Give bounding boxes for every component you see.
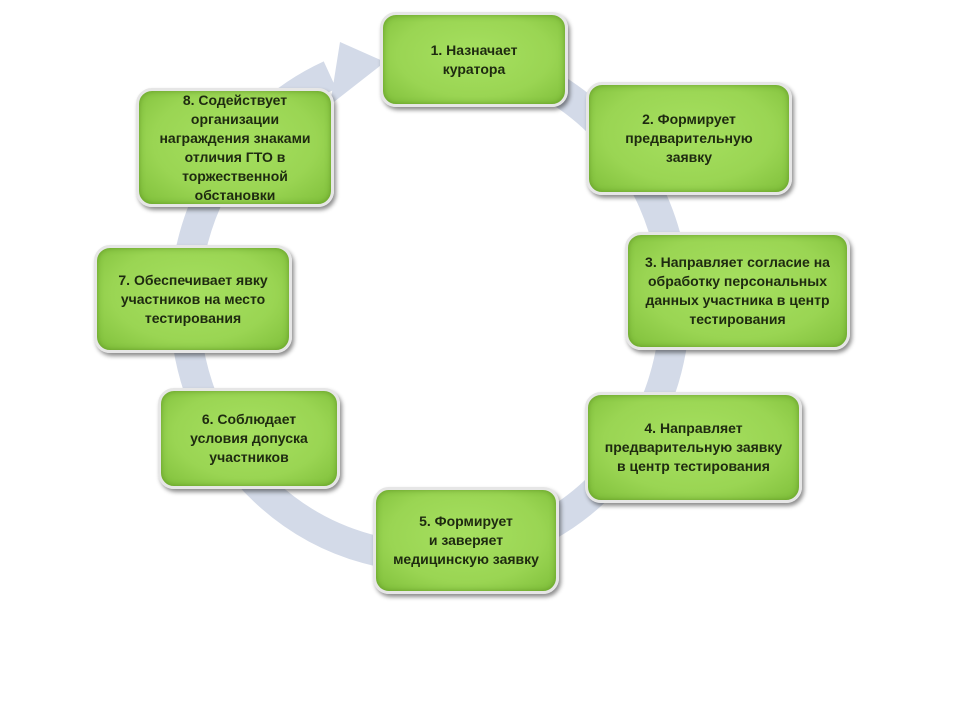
step-8-box: 8. Содействует организации награждения з… [136,88,334,207]
step-6-label: 6. Соблюдает условия допуска участников [190,411,308,465]
step-4-label: 4. Направляет предварительную заявку в ц… [604,420,783,474]
step-6-box: 6. Соблюдает условия допуска участников [158,388,340,489]
step-4-box: 4. Направляет предварительную заявку в ц… [585,392,802,503]
step-2-label: 2. Формирует предварительную заявку [625,111,753,165]
arrowhead-icon [330,42,385,105]
step-2-box: 2. Формирует предварительную заявку [586,82,792,195]
step-3-label: 3. Направляет согласие на обработку перс… [645,254,830,327]
step-5-label: 5. Формирует и заверяет медицинскую заяв… [393,513,539,567]
step-8-label: 8. Содействует организации награждения з… [159,91,311,203]
step-7-label: 7. Обеспечивает явку участников на место… [118,271,268,326]
step-1-box: 1. Назначает куратора [380,12,568,107]
step-5-box: 5. Формирует и заверяет медицинскую заяв… [373,487,559,594]
step-7-box: 7. Обеспечивает явку участников на место… [94,245,292,353]
step-1-label: 1. Назначает куратора [430,41,518,77]
step-3-box: 3. Направляет согласие на обработку перс… [625,232,850,350]
